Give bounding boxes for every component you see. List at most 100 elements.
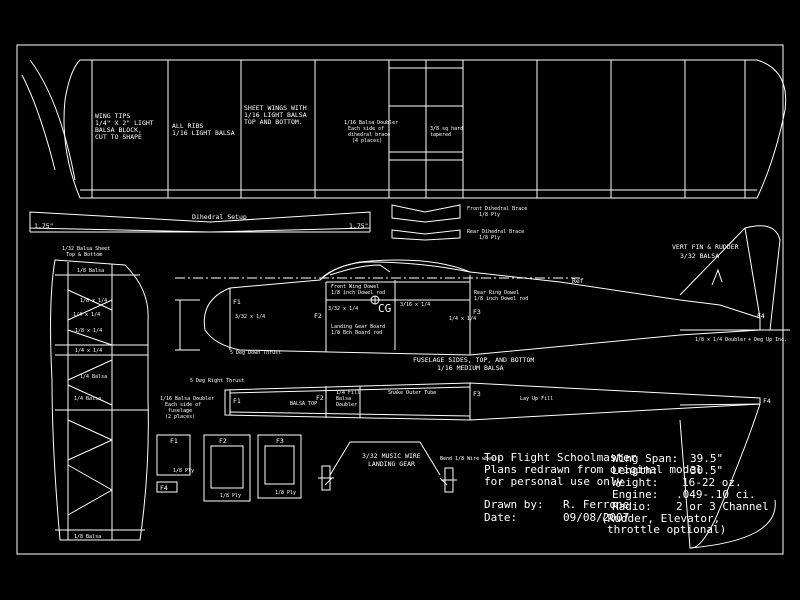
landing-gear: 3/32 MUSIC WIRE LANDING GEAR Bend 1/8 Wi…: [318, 441, 500, 493]
dihedral-setup: Dihedral Setup 1.75" 1.75" Front Dihedra…: [29, 204, 527, 241]
fus-note-19: Snake Outer Tube: [388, 390, 436, 396]
rear-brace-2: 1/8 Ply: [479, 235, 500, 241]
fus-note-3: 1/8 Bch Board rod: [331, 330, 382, 336]
drawn-label: Drawn by:: [484, 498, 544, 511]
fuselage-top: F1 F2 F3 F4 1/16 Balsa Doubler Each side…: [160, 378, 776, 549]
stab-label-2: 1/8 x 1/4: [80, 298, 107, 304]
wing-joint-note-1: 3/8 sq hard: [430, 126, 463, 132]
ref-label: Ref: [572, 277, 584, 285]
length-value: 30.5": [690, 464, 723, 477]
front-brace-2: 1/8 Ply: [479, 212, 500, 218]
fus-note-8: 3/32 x 1/4: [328, 306, 358, 312]
wing-ribs-note-2: 1/16 LIGHT BALSA: [172, 129, 235, 137]
wing-sheet-note-3: TOP AND BOTTOM.: [244, 118, 303, 126]
wing-spar-note-4: (4 places): [352, 138, 382, 144]
fus-note-2: Landing Gear Board: [331, 324, 385, 330]
stabilizer-plan: 1/32 Balsa Sheet Top & Bottom 1/8 Balsa …: [50, 246, 149, 541]
radio-note-1: (Rudder, Elevator,: [601, 512, 720, 525]
stab-label-3: 1/4 x 1/4: [73, 312, 100, 318]
wing-plan: WING TIPS 1/4" X 2" LIGHT BALSA BLOCK, C…: [21, 59, 787, 199]
wing-tips-note-3: BALSA BLOCK,: [95, 126, 142, 134]
span-value: 39.5": [690, 452, 723, 465]
fus-note-11: 1/16 Balsa Doubler: [160, 396, 214, 402]
wing-sheet-note-2: 1/16 LIGHT BALSA: [244, 111, 307, 119]
fus-note-21: Lay Up Fill: [520, 396, 553, 402]
fus-note-15: 5 Deg Right Thrust: [190, 378, 244, 384]
stab-label-5: 1/4 x 1/4: [75, 348, 102, 354]
part-f2-sub: 1/8 Ply: [220, 493, 241, 499]
part-f1: F1: [170, 437, 178, 445]
fuselage-side: Ref CG VERT FIN & RUDDER 3/32 BALSA F1 F…: [175, 225, 790, 372]
date-value: 09/08/2007: [563, 511, 629, 524]
gear-note-2: LANDING GEAR: [368, 460, 415, 468]
fus-note-22: 1/8 x 1/4 Doubler: [695, 337, 746, 343]
wing-spar-note-2: Each side of: [348, 126, 384, 132]
part-f3-sub: 1/8 Ply: [275, 490, 296, 496]
fus-note-7: 3/16 x 1/4: [400, 302, 430, 308]
fus-note-20: BALSA TOP: [290, 401, 317, 407]
wing-spar-note-3: dihedral brace: [348, 132, 390, 138]
dihedral-right: 1.75": [349, 222, 369, 230]
plan-title: Top Flight Schoolmaster: [484, 451, 637, 464]
dihedral-label: Dihedral Setup: [192, 213, 247, 221]
weight-label: Weight:: [612, 476, 658, 489]
stab-label-6: 1/4 Balsa: [80, 374, 107, 380]
length-label: Length:: [612, 464, 658, 477]
former-parts: F1 1/8 Ply F4 F2 1/8 Ply F3 1/8 Ply: [156, 434, 302, 502]
fus-note-4: Rear Ring Dowel: [474, 290, 519, 296]
gear-note-3: Bend 1/8 Wire wheels: [440, 456, 500, 462]
sides-note-2: 1/16 MEDIUM BALSA: [437, 364, 504, 372]
plan-border: [16, 44, 784, 555]
date-label: Date:: [484, 511, 517, 524]
wing-tips-note-4: CUT TO SHAPE: [95, 133, 142, 141]
part-f2: F2: [219, 437, 227, 445]
stab-label-4: 1/8 x 1/4: [75, 328, 102, 334]
fus-note-17: Balsa: [336, 396, 351, 402]
wing-joint-note-2: tapered: [430, 132, 451, 138]
plan-line2: Plans redrawn from original model: [484, 463, 703, 476]
fus-note-13: fuselage: [168, 408, 192, 414]
radio-value: 2 or 3 Channel: [676, 500, 769, 513]
fus-note-1: 1/8 inch Dowel rod: [331, 290, 385, 296]
radio-label: Radio:: [612, 500, 652, 513]
stab-sheet-2: Top & Bottom: [66, 252, 102, 258]
fus-note-9: 1/4 x 1/4: [449, 316, 476, 322]
fus-note-14: (2 places): [165, 414, 195, 420]
dihedral-left: 1.75": [34, 222, 54, 230]
fus-note-5: 1/8 inch Dowel rod: [474, 296, 528, 302]
fus-note-0: Front Wing Dowel: [331, 284, 379, 290]
radio-note-2: throttle optional): [607, 523, 726, 536]
top-f1: F1: [233, 397, 241, 405]
fin-note-2: 3/32 BALSA: [680, 252, 719, 260]
part-f3: F3: [276, 437, 284, 445]
gear-note-1: 3/32 MUSIC WIRE: [362, 452, 421, 460]
wing-tips-note-2: 1/4" X 2" LIGHT: [95, 119, 154, 127]
fus-note-23: + Deg Up Inc.: [748, 337, 787, 343]
wing-ribs-note-1: ALL RIBS: [172, 122, 203, 130]
wing-sheet-note-1: SHEET WINGS WITH: [244, 104, 307, 112]
wing-tips-note-1: WING TIPS: [95, 112, 130, 120]
plan-line3: for personal use only: [484, 475, 623, 488]
rear-brace-1: Rear Dihedral Brace: [467, 229, 524, 235]
former-f2: F2: [314, 312, 322, 320]
front-brace-1: Front Dihedral Brace: [467, 206, 527, 212]
cg-label: CG: [378, 302, 391, 315]
former-f1: F1: [233, 298, 241, 306]
stab-label-1: 1/8 Balsa: [77, 268, 104, 274]
stab-sheet-1: 1/32 Balsa Sheet: [62, 246, 110, 252]
engine-value: .049-.10 ci.: [676, 488, 755, 501]
wing-spar-note-1: 1/16 Balsa Doubler: [344, 120, 398, 126]
span-label: Wing Span:: [612, 452, 678, 465]
top-f3: F3: [473, 390, 481, 398]
fin-note-1: VERT FIN & RUDDER: [672, 243, 739, 251]
drawn-value: R. Ferrone: [563, 498, 629, 511]
sides-note-1: FUSELAGE SIDES, TOP, AND BOTTOM: [413, 356, 534, 364]
top-f4: F4: [763, 397, 771, 405]
top-f2: F2: [316, 394, 324, 402]
fus-note-6: 3/32 x 1/4: [235, 314, 265, 320]
engine-label: Engine:: [612, 488, 658, 501]
fus-note-16: 1/4 Fill: [336, 390, 360, 396]
former-f3: F3: [473, 308, 481, 316]
fus-note-12: Each side of: [165, 402, 201, 408]
